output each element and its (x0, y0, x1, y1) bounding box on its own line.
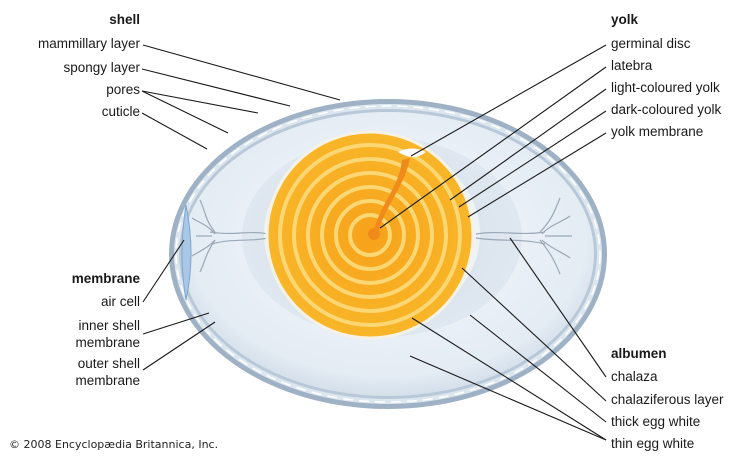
yolk (267, 132, 473, 338)
yolk-heading: yolk (611, 12, 638, 28)
label-outer-shell-membrane: membrane (75, 373, 140, 389)
label-pores: pores (106, 82, 140, 98)
label-spongy-layer: spongy layer (63, 60, 140, 76)
label-chalaza: chalaza (611, 369, 658, 385)
label-thin-egg-white: thin egg white (611, 436, 694, 452)
label-air-cell: air cell (101, 294, 140, 310)
label-yolk-membrane: yolk membrane (611, 124, 703, 140)
copyright-notice: © 2008 Encyclopædia Britannica, Inc. (9, 438, 218, 451)
albumen-heading: albumen (611, 346, 667, 362)
label-outer-shell: outer shell (78, 356, 140, 372)
label-thick-egg-white: thick egg white (611, 414, 700, 430)
label-latebra: latebra (611, 58, 652, 74)
label-germinal-disc: germinal disc (611, 36, 691, 52)
membrane-heading: membrane (72, 271, 140, 287)
label-cuticle: cuticle (102, 104, 140, 120)
shell-heading: shell (109, 12, 140, 28)
label-chalaziferous-layer: chalaziferous layer (611, 392, 724, 408)
label-inner-shell: inner shell (78, 318, 140, 334)
label-inner-shell-membrane: membrane (75, 335, 140, 351)
label-light-coloured-yolk: light-coloured yolk (611, 80, 720, 96)
label-mammillary-layer: mammillary layer (38, 36, 140, 52)
label-dark-coloured-yolk: dark-coloured yolk (611, 102, 721, 118)
